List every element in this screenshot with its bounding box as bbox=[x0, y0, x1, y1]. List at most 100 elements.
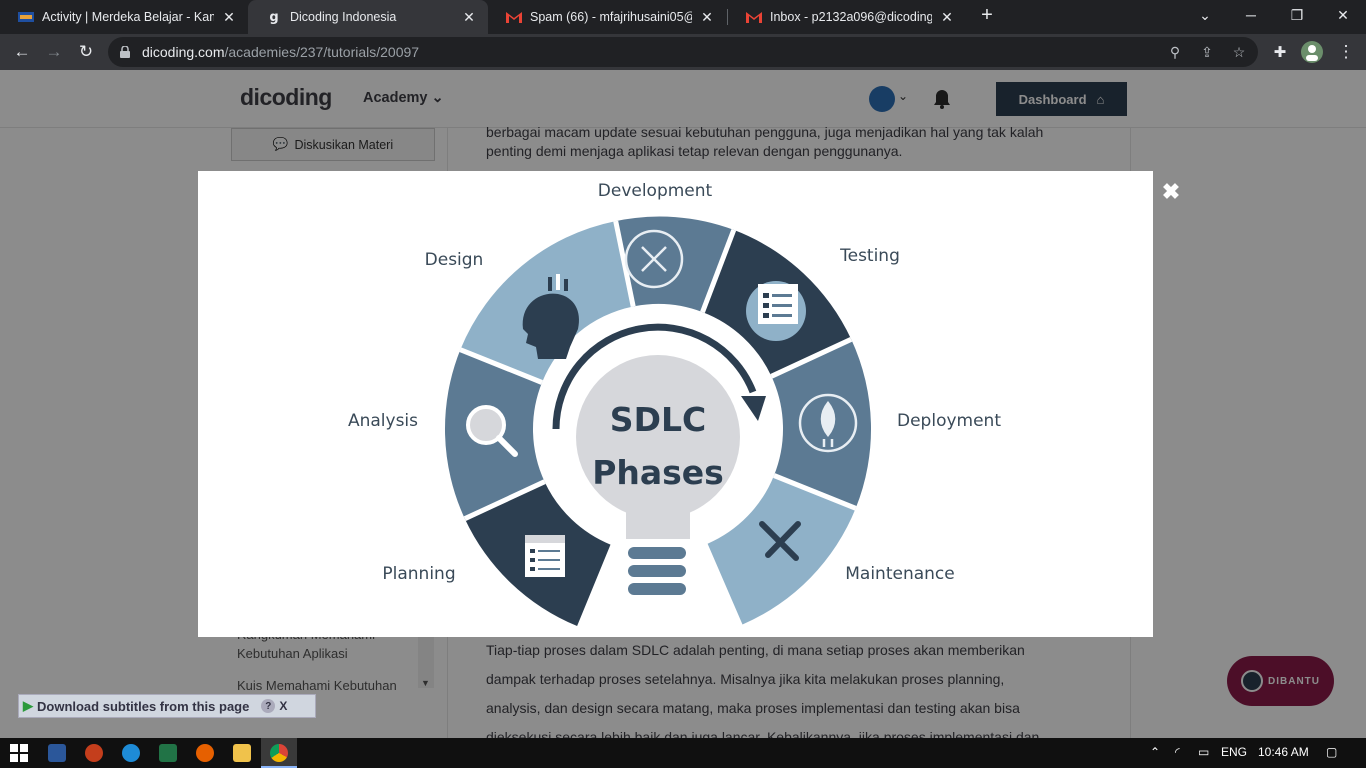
zoom-icon[interactable]: ⚲ bbox=[1169, 43, 1181, 60]
extensions-icon[interactable]: ✚ bbox=[1273, 44, 1287, 61]
chat-robot-icon bbox=[1241, 670, 1263, 692]
tab-search-icon[interactable]: ⌄ bbox=[1199, 6, 1211, 23]
chevron-down-icon[interactable]: ⌄ bbox=[898, 89, 909, 103]
center-title-line1: SDLC bbox=[610, 400, 706, 439]
minimize-icon[interactable]: ─ bbox=[1246, 7, 1256, 23]
phase-label-testing: Testing bbox=[839, 246, 900, 266]
tools-icon bbox=[759, 521, 801, 561]
dashboard-label: Dashboard bbox=[1018, 91, 1087, 107]
phase-label-deployment: Deployment bbox=[897, 411, 1001, 431]
address-bar[interactable]: dicoding.com/academies/237/tutorials/200… bbox=[108, 37, 1258, 67]
bulb-base-stripe bbox=[628, 583, 686, 595]
tab-kampus-merdeka[interactable]: Activity | Merdeka Belajar - Kamp ✕ bbox=[0, 0, 248, 34]
segment-dividers bbox=[459, 220, 857, 521]
show-hidden-icons[interactable]: ⌃ bbox=[1150, 745, 1161, 759]
paragraph-line: Tiap-tiap proses dalam SDLC adalah penti… bbox=[486, 642, 1025, 658]
reload-icon[interactable]: ↻ bbox=[78, 42, 94, 61]
wrench-screwdriver-icon bbox=[624, 229, 684, 289]
windows-taskbar: ⌃ ◜ ▭ ENG 10:46 AM ▢ bbox=[0, 738, 1366, 768]
head-ideas-icon bbox=[522, 274, 580, 359]
language-indicator[interactable]: ENG bbox=[1221, 745, 1248, 759]
close-tab-icon[interactable]: ✕ bbox=[223, 8, 235, 25]
tab-title: Dicoding Indonesia bbox=[290, 10, 397, 24]
chrome-taskbar-button[interactable] bbox=[261, 738, 297, 768]
back-icon[interactable]: ← bbox=[13, 42, 31, 61]
article-content: berbagai macam update sesuai kebutuhan p… bbox=[447, 124, 1131, 738]
gmail-icon bbox=[746, 9, 762, 25]
dibantu-chat-button[interactable]: DIBANTU bbox=[1227, 656, 1334, 706]
excel-icon[interactable] bbox=[159, 744, 177, 762]
powerpoint-icon[interactable] bbox=[85, 744, 103, 762]
windows-start-icon[interactable] bbox=[10, 744, 28, 762]
image-lightbox: SDLC Phases bbox=[198, 171, 1153, 637]
scroll-down-icon[interactable]: ▼ bbox=[421, 678, 430, 688]
web-page: dicoding Academy ⌄ ⌄ Dashboard⌂ 💬Diskusi… bbox=[0, 70, 1366, 738]
document-list-icon bbox=[525, 535, 565, 577]
cycle-arrowhead bbox=[741, 396, 766, 421]
paragraph-line: dampak terhadap proses setelahnya. Misal… bbox=[486, 671, 1005, 687]
tab-dicoding[interactable]: g Dicoding Indonesia ✕ bbox=[248, 0, 488, 34]
subtitles-label[interactable]: Download subtitles from this page bbox=[37, 698, 250, 714]
close-window-icon[interactable]: ✕ bbox=[1337, 6, 1349, 23]
close-tab-icon[interactable]: ✕ bbox=[941, 8, 953, 25]
gmail-icon bbox=[506, 9, 522, 25]
chat-bubble-icon: 💬 bbox=[272, 137, 289, 151]
close-tab-icon[interactable]: ✕ bbox=[701, 8, 713, 25]
bulb-neck bbox=[626, 499, 690, 539]
dashboard-button[interactable]: Dashboard⌂ bbox=[996, 82, 1127, 116]
paragraph-line: penting demi menjaga aplikasi tetap rele… bbox=[486, 143, 903, 159]
file-explorer-icon[interactable] bbox=[233, 744, 251, 762]
rocket-icon bbox=[798, 393, 858, 453]
browser-tab-strip: Activity | Merdeka Belajar - Kamp ✕ g Di… bbox=[0, 0, 1366, 34]
user-avatar[interactable] bbox=[869, 86, 895, 112]
dicoding-logo[interactable]: dicoding bbox=[240, 84, 332, 110]
restore-icon[interactable]: ❐ bbox=[1290, 6, 1304, 23]
notifications-icon[interactable]: ▢ bbox=[1326, 745, 1338, 759]
tab-title: Spam (66) - mfajrihusaini05@gm bbox=[530, 10, 692, 24]
forward-icon[interactable]: → bbox=[45, 42, 63, 61]
phase-label-planning: Planning bbox=[382, 564, 455, 584]
subtitles-download-bar[interactable]: ▶ Download subtitles from this page ? X bbox=[18, 694, 316, 718]
kampus-merdeka-icon bbox=[18, 9, 34, 25]
wifi-icon[interactable]: ◜ bbox=[1175, 745, 1180, 759]
sdlc-diagram: SDLC Phases bbox=[348, 181, 1001, 626]
profile-avatar[interactable] bbox=[1300, 40, 1324, 64]
segment-maintenance bbox=[707, 475, 856, 625]
tab-title: Inbox - p2132a096@dicoding.org bbox=[770, 10, 932, 24]
dicoding-icon: g bbox=[269, 9, 279, 25]
browser-toolbar: ← → ↻ dicoding.com/academies/237/tutoria… bbox=[0, 34, 1366, 70]
phase-label-maintenance: Maintenance bbox=[845, 564, 954, 584]
play-icon: ▶ bbox=[23, 698, 33, 713]
discuss-material-button[interactable]: 💬Diskusikan Materi bbox=[231, 128, 435, 161]
help-icon[interactable]: ? bbox=[261, 699, 276, 713]
center-title-line2: Phases bbox=[592, 453, 724, 492]
bookmark-star-icon[interactable]: ☆ bbox=[1232, 43, 1246, 60]
url-host: dicoding.com bbox=[142, 44, 225, 60]
browser-menu-icon[interactable]: ⋮ bbox=[1337, 42, 1355, 61]
firefox-icon[interactable] bbox=[196, 744, 214, 762]
close-lightbox-icon[interactable]: ✖ bbox=[1161, 179, 1181, 204]
url-path: /academies/237/tutorials/20097 bbox=[224, 44, 420, 60]
phase-label-development: Development bbox=[598, 181, 713, 201]
tab-gmail-inbox[interactable]: Inbox - p2132a096@dicoding.org ✕ bbox=[728, 0, 966, 34]
close-tab-icon[interactable]: ✕ bbox=[463, 8, 475, 25]
bulb-base-stripe bbox=[628, 547, 686, 559]
bulb-globe bbox=[576, 355, 740, 519]
segment-development bbox=[615, 216, 734, 313]
phase-label-design: Design bbox=[425, 250, 484, 270]
academy-label: Academy bbox=[363, 90, 428, 106]
academy-menu[interactable]: Academy ⌄ bbox=[363, 90, 444, 106]
close-subtitles-icon[interactable]: X bbox=[279, 699, 288, 713]
notification-bell-icon[interactable] bbox=[932, 88, 952, 110]
lock-icon bbox=[120, 45, 132, 59]
paragraph-line: analysis, dan design secara matang, maka… bbox=[486, 700, 1020, 716]
edge-icon[interactable] bbox=[122, 744, 140, 762]
share-icon[interactable]: ⇪ bbox=[1201, 43, 1213, 60]
battery-icon[interactable]: ▭ bbox=[1198, 745, 1210, 759]
word-icon[interactable] bbox=[48, 744, 66, 762]
site-header: dicoding Academy ⌄ ⌄ Dashboard⌂ bbox=[0, 70, 1366, 128]
clock[interactable]: 10:46 AM bbox=[1258, 745, 1309, 759]
new-tab-button[interactable]: + bbox=[981, 3, 993, 26]
segment-deployment bbox=[771, 339, 872, 509]
tab-gmail-spam[interactable]: Spam (66) - mfajrihusaini05@gm ✕ bbox=[488, 0, 726, 34]
